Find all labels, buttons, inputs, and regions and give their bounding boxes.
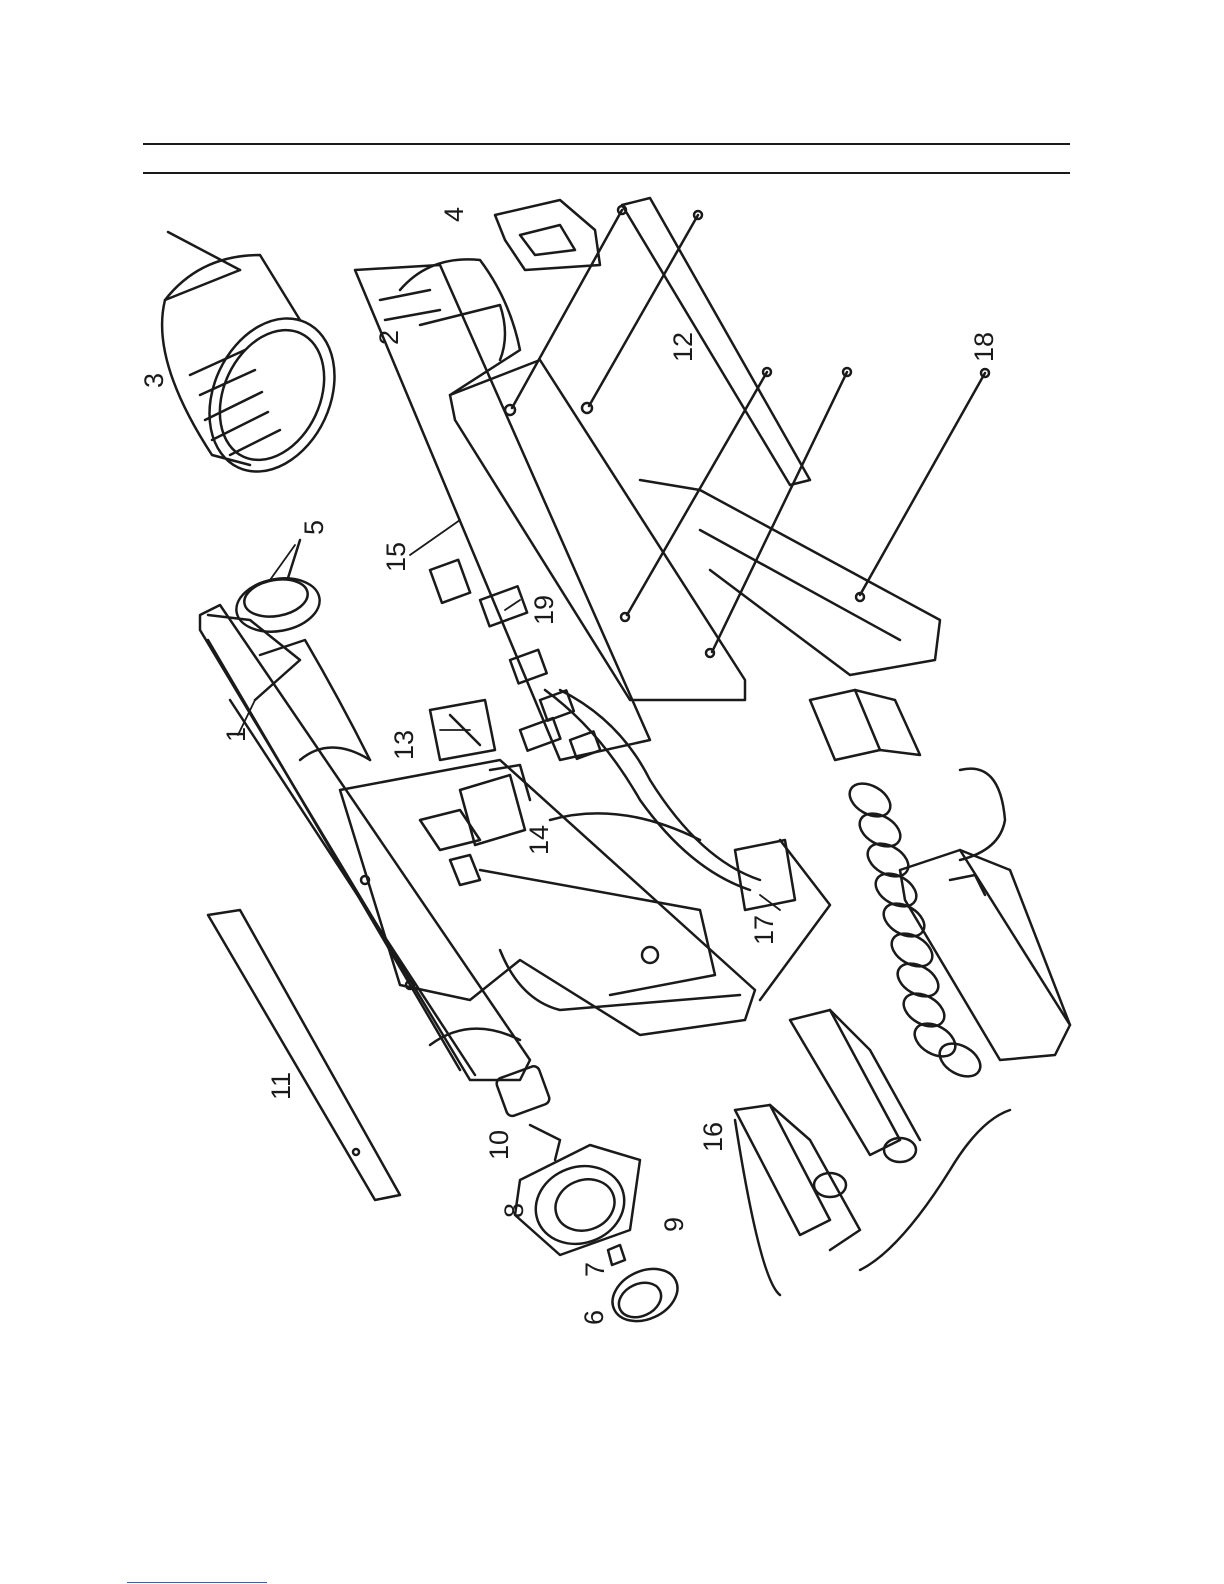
label-19: 19 [529,595,559,625]
part-6-cap [604,1259,686,1331]
part-3-shroud [162,232,358,492]
power-plug [810,690,920,760]
footer-rule [127,1582,267,1583]
label-18: 18 [969,332,999,362]
part-7-dial [608,1245,625,1265]
handle-box [900,850,1070,1060]
part-16-clamps [735,1010,1010,1295]
part-4-clip [495,200,600,270]
label-15: 15 [381,542,411,572]
label-13: 13 [389,730,419,760]
leader-lines [238,520,780,910]
label-12: 12 [668,332,698,362]
base-chassis [340,760,755,1035]
part-11-trim-strip [208,910,400,1200]
part-12-trim-strip [622,198,810,485]
label-1: 1 [221,727,251,742]
label-10: 10 [484,1130,514,1160]
part-labels: 1 2 3 4 5 6 7 8 9 10 11 12 13 14 15 16 1… [139,207,999,1325]
label-11: 11 [266,1072,296,1100]
label-2: 2 [374,330,404,345]
label-9: 9 [659,1217,689,1232]
label-5: 5 [299,520,329,535]
label-8: 8 [499,1203,529,1218]
label-16: 16 [698,1122,728,1152]
part-2-housing-half [400,259,940,700]
label-17: 17 [749,915,779,945]
part-5-disc [232,540,324,638]
label-6: 6 [579,1310,609,1325]
label-4: 4 [439,207,469,222]
label-14: 14 [524,825,554,855]
label-3: 3 [139,373,169,388]
coiled-cord [844,769,1005,1084]
part-8-bezel [515,1145,640,1256]
wires [545,690,760,890]
label-7: 7 [580,1262,610,1277]
